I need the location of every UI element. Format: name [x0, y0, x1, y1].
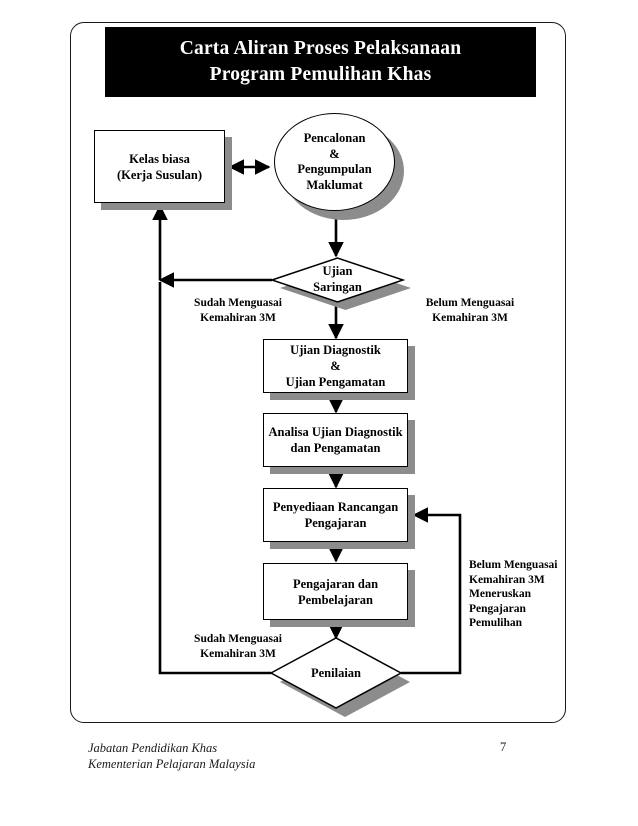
- label-saringan-sudah-menguasai: Sudah Menguasai Kemahiran 3M: [194, 297, 282, 324]
- ujian-diagnostik-box[interactable]: Ujian Diagnostik & Ujian Pengamatan: [263, 339, 408, 393]
- penyediaan-box[interactable]: Penyediaan Rancangan Pengajaran: [263, 488, 408, 542]
- kelas-biasa-box[interactable]: Kelas biasa (Kerja Susulan): [94, 130, 225, 203]
- title-line-2: Program Pemulihan Khas: [209, 64, 432, 85]
- pencalonan-label: Pencalonan & Pengumpulan Maklumat: [297, 131, 372, 192]
- node-penilaian[interactable]: Penilaian: [269, 637, 410, 717]
- penilaian-diamond: [269, 637, 410, 717]
- footer-organization: Jabatan Pendidikan Khas Kementerian Pela…: [88, 741, 256, 771]
- ujian-diagnostik-label: Ujian Diagnostik & Ujian Pengamatan: [285, 343, 386, 389]
- analisa-label: Analisa Ujian Diagnostik dan Pengamatan: [268, 425, 403, 455]
- ujian-saringan-diamond: [269, 257, 411, 310]
- kelas-biasa-label: Kelas biasa (Kerja Susulan): [116, 151, 203, 182]
- pengajaran-label: Pengajaran dan Pembelajaran: [292, 576, 379, 607]
- footer-page-number: 7: [500, 740, 507, 754]
- ujian-saringan-label: Ujian Saringan: [313, 264, 362, 294]
- penyediaan-label: Penyediaan Rancangan Pengajaran: [272, 500, 399, 530]
- label-penilaian-belum-menguasai: Belum Menguasai Kemahiran 3M Meneruskan …: [469, 559, 558, 629]
- title-line-1: Carta Aliran Proses Pelaksanaan: [179, 38, 462, 59]
- penilaian-label: Penilaian: [310, 666, 361, 680]
- node-ujian-saringan[interactable]: Ujian Saringan: [269, 257, 411, 310]
- chart-title-banner: Carta Aliran Proses Pelaksanaan Program …: [105, 27, 536, 97]
- pengajaran-box[interactable]: Pengajaran dan Pembelajaran: [263, 563, 408, 620]
- pencalonan-circle[interactable]: Pencalonan & Pengumpulan Maklumat: [274, 113, 395, 211]
- label-penilaian-sudah-menguasai: Sudah Menguasai Kemahiran 3M: [194, 633, 282, 660]
- label-saringan-belum-menguasai: Belum Menguasai Kemahiran 3M: [425, 297, 515, 324]
- analisa-box[interactable]: Analisa Ujian Diagnostik dan Pengamatan: [263, 413, 408, 467]
